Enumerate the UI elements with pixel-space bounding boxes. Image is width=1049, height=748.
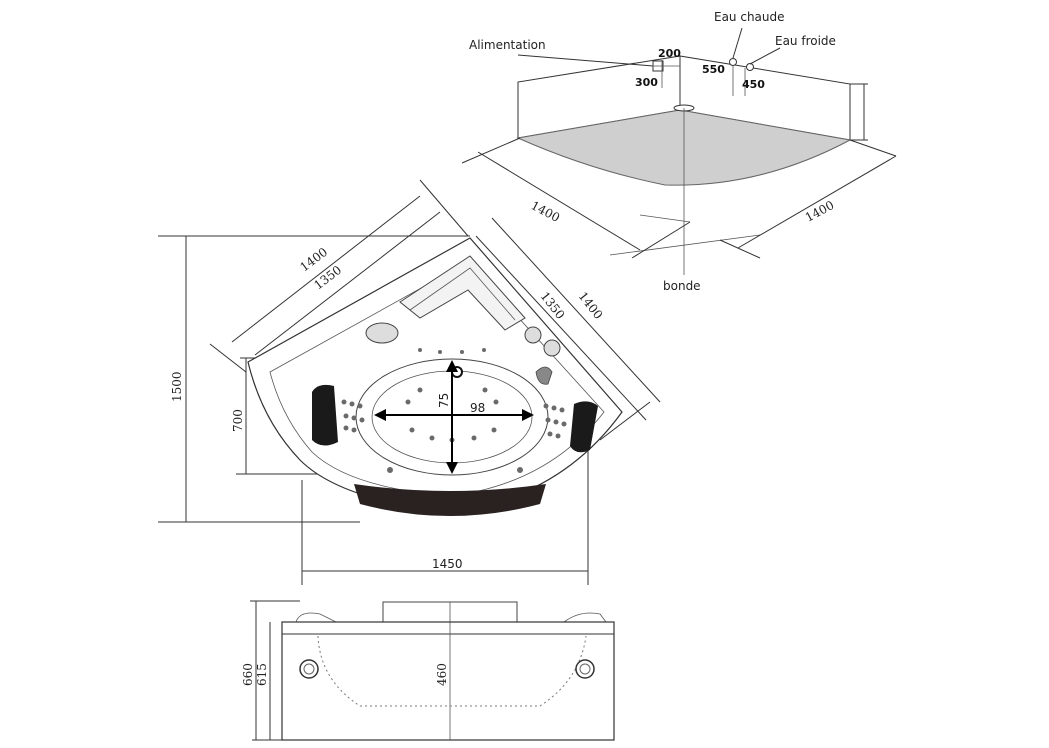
- plan-view: 1400 1350 1350 1400 1500 700 1450 98 75: [158, 179, 661, 585]
- left-headrest: [312, 384, 338, 446]
- shower-handle-icon: [535, 366, 553, 385]
- dim-660: 660: [241, 663, 255, 686]
- cold-water-inlet-icon: [746, 63, 754, 71]
- right-headrest: [570, 401, 598, 453]
- dim-450: 450: [742, 78, 765, 91]
- label-eau-froide: Eau froide: [775, 34, 836, 48]
- dim-floor-right-1400: 1400: [803, 198, 837, 225]
- dim-height-1500: 1500: [170, 371, 184, 402]
- dim-460: 460: [435, 663, 449, 686]
- jets: [341, 348, 567, 473]
- dim-200: 200: [658, 47, 681, 60]
- dim-floor-left-1400: 1400: [529, 198, 563, 225]
- side-view: 660 615 460: [241, 600, 615, 741]
- dim-right-1350: 1350: [538, 289, 568, 322]
- backrest-panel: [399, 255, 526, 331]
- dim-basin-98: 98: [470, 401, 485, 415]
- dim-300: 300: [635, 76, 658, 89]
- hot-water-inlet-icon: [729, 58, 737, 66]
- dim-width-1450: 1450: [432, 557, 463, 571]
- control-knob-1-icon: [524, 326, 542, 344]
- label-alimentation: Alimentation: [469, 38, 546, 52]
- side-body: [281, 621, 615, 741]
- inner-basin-profile: [317, 635, 587, 707]
- control-knob-2-icon: [543, 339, 561, 357]
- dim-615: 615: [255, 663, 269, 686]
- room-view: Alimentation Eau chaude Eau froide bonde…: [461, 10, 897, 293]
- speaker-icon: [365, 322, 399, 344]
- dim-550: 550: [702, 63, 725, 76]
- dim-right-1400: 1400: [576, 289, 606, 322]
- label-bonde: bonde: [663, 279, 701, 293]
- dim-depth-700: 700: [231, 409, 245, 432]
- front-panel: [354, 484, 546, 516]
- label-eau-chaude: Eau chaude: [714, 10, 785, 24]
- dim-basin-75: 75: [437, 393, 451, 408]
